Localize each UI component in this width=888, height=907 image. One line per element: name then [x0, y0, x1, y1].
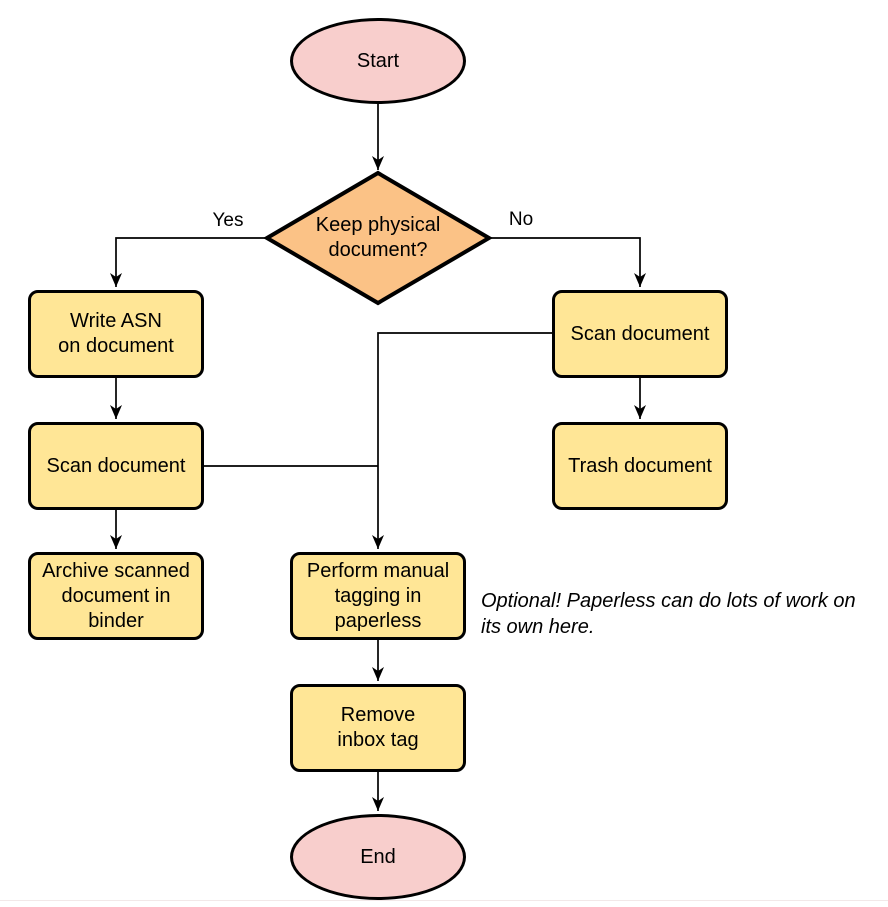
- node-decision-label: Keep physical document?: [315, 214, 441, 261]
- node-scan-document-left-label: Scan document: [46, 454, 186, 477]
- node-end: End: [290, 814, 466, 900]
- optional-annotation: Optional! Paperless can do lots of work …: [481, 590, 856, 638]
- edge-label-no: No: [506, 208, 536, 232]
- node-manual-tagging-label: Perform manual tagging in paperless: [306, 559, 450, 632]
- node-remove-inbox-tag-label: Remove inbox tag: [337, 704, 419, 751]
- edge-decision-scan-right: [490, 237, 646, 287]
- edge-label-yes: Yes: [210, 209, 246, 233]
- edge-scan-right-tagging: [372, 332, 552, 549]
- node-trash-document-label: Trash document: [568, 454, 712, 477]
- node-end-label: End: [360, 845, 396, 868]
- node-start-label: Start: [356, 49, 400, 72]
- node-manual-tagging: Perform manual tagging in paperless: [290, 552, 466, 640]
- edge-decision-write-asn: [110, 237, 266, 287]
- node-scan-document-right-label: Scan document: [570, 322, 710, 345]
- node-archive-in-binder: Archive scanned document in binder: [28, 552, 204, 640]
- node-write-asn-label: Write ASN on document: [58, 310, 174, 357]
- node-write-asn: Write ASN on document: [28, 290, 204, 378]
- decision-diamond-shape: [263, 170, 493, 306]
- node-archive-in-binder-label: Archive scanned document in binder: [42, 559, 190, 632]
- bottom-divider: [0, 900, 888, 901]
- node-start: Start: [290, 18, 466, 104]
- node-remove-inbox-tag: Remove inbox tag: [290, 684, 466, 772]
- node-trash-document: Trash document: [552, 422, 728, 510]
- node-scan-document-left: Scan document: [28, 422, 204, 510]
- node-scan-document-right: Scan document: [552, 290, 728, 378]
- node-decision: Keep physical document?: [266, 172, 490, 304]
